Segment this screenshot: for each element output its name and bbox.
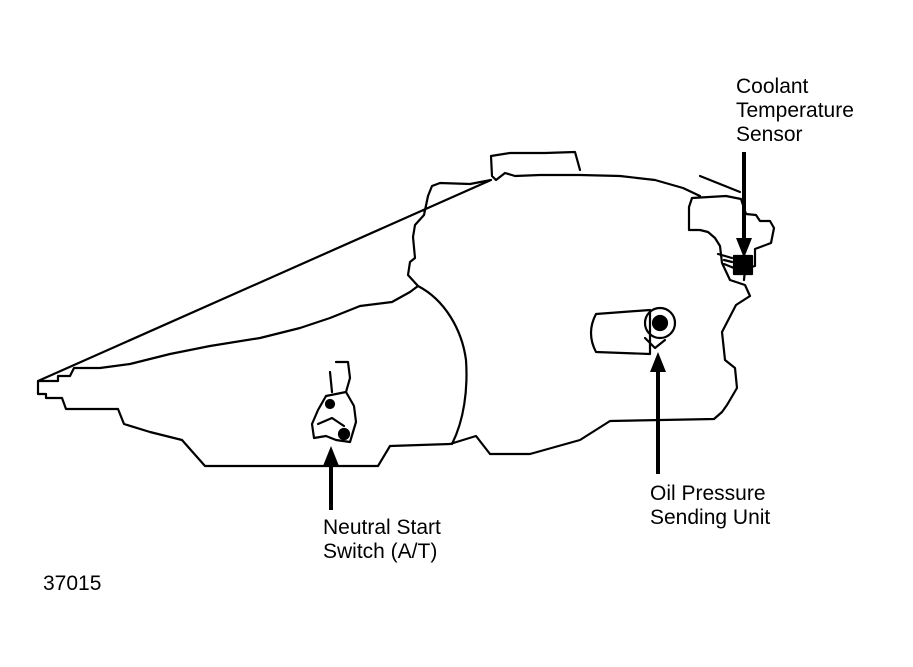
oil-label-line1: Oil Pressure: [650, 482, 766, 505]
oil-pressure-sending-unit-label: Oil Pressure Sending Unit: [650, 482, 770, 530]
oil-pressure-arrow: [650, 352, 666, 474]
coolant-temperature-sensor-label: Coolant Temperature Sensor: [736, 75, 854, 147]
neutral-start-switch-label: Neutral Start Switch (A/T): [323, 516, 441, 564]
figure-number: 37015: [43, 572, 102, 595]
neutral-label-line1: Neutral Start: [323, 516, 441, 539]
coolant-temperature-sensor: [716, 252, 754, 276]
neutral-start-arrow: [323, 446, 339, 510]
coolant-label-line3: Sensor: [736, 123, 803, 146]
oil-label-line2: Sending Unit: [650, 506, 771, 529]
coolant-sensor-arrow: [736, 152, 752, 258]
coolant-label-line2: Temperature: [736, 99, 854, 122]
oil-pressure-sending-unit: [589, 306, 677, 356]
neutral-start-switch: [310, 360, 358, 444]
engine-top-line: [698, 174, 742, 194]
neutral-label-line2: Switch (A/T): [323, 540, 438, 563]
bell-housing-curve: [416, 284, 468, 446]
coolant-label-line1: Coolant: [736, 75, 809, 98]
engine-transmission-outline: [36, 150, 776, 468]
